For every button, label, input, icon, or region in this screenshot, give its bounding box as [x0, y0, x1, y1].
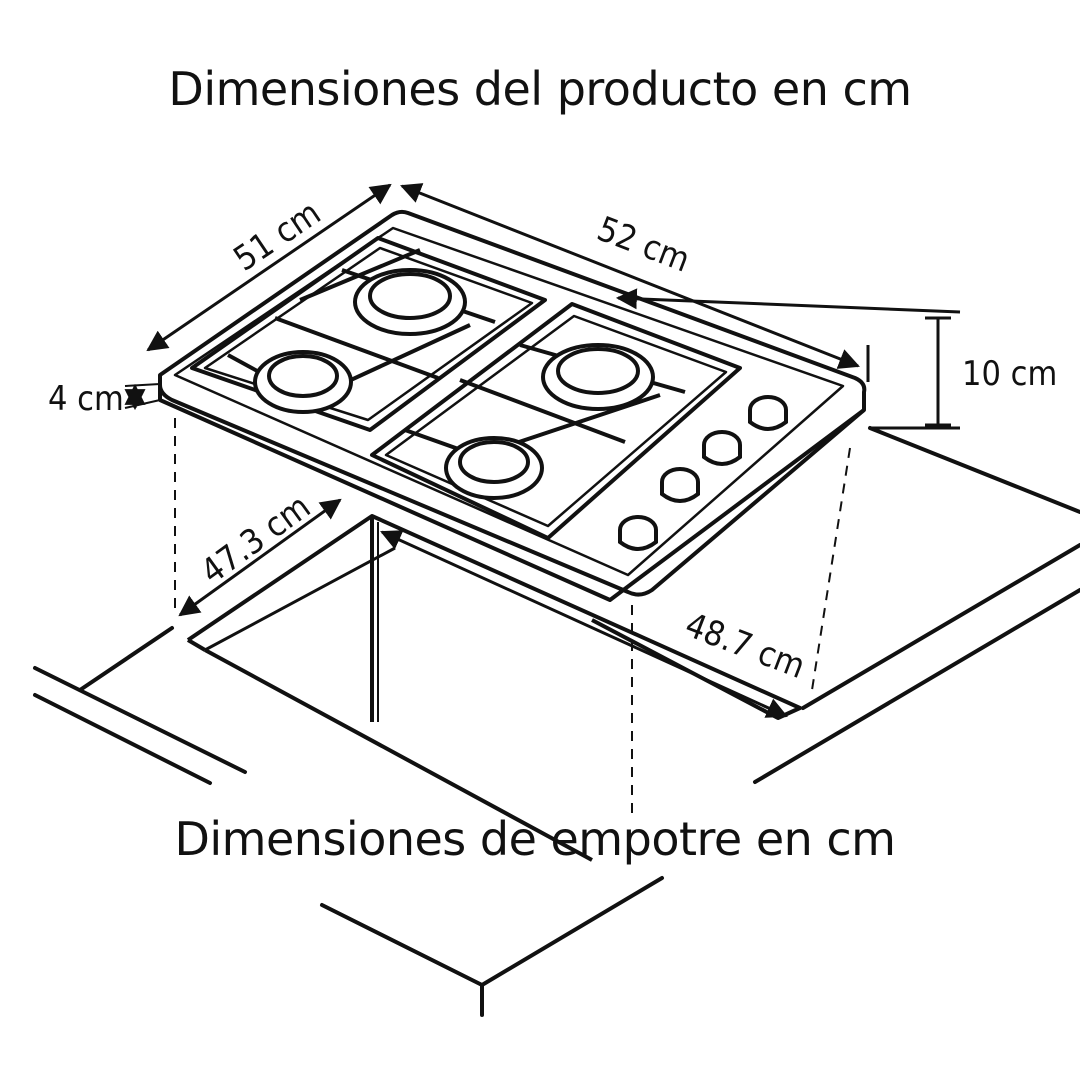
label-cutout-depth: 47.3 cm	[194, 487, 318, 592]
label-depth: 51 cm	[227, 193, 328, 279]
burner-back-right	[541, 343, 655, 411]
projection-lines	[174, 418, 851, 815]
knob-1	[618, 515, 658, 551]
knob-3	[702, 430, 742, 466]
knob-4	[748, 395, 788, 431]
cutout-hole	[186, 514, 802, 862]
dim-line-depth	[146, 183, 392, 352]
burner-front-left	[253, 350, 353, 414]
burner-back-left	[353, 268, 467, 336]
dimension-lines	[124, 183, 961, 718]
label-height: 10 cm	[962, 354, 1057, 394]
dim-line-width	[400, 183, 860, 369]
label-thickness: 4 cm	[48, 379, 124, 419]
dim-line-cutout-width	[380, 530, 788, 718]
cutout-dimensions-title: Dimensiones de empotre en cm	[174, 812, 896, 866]
burner-front-right	[444, 436, 544, 500]
product-dimensions-title: Dimensiones del producto en cm	[168, 62, 912, 116]
countertop	[33, 426, 1080, 1017]
dim-line-cutout-depth	[178, 498, 342, 617]
label-width: 52 cm	[592, 209, 695, 280]
knob-2	[660, 467, 700, 503]
